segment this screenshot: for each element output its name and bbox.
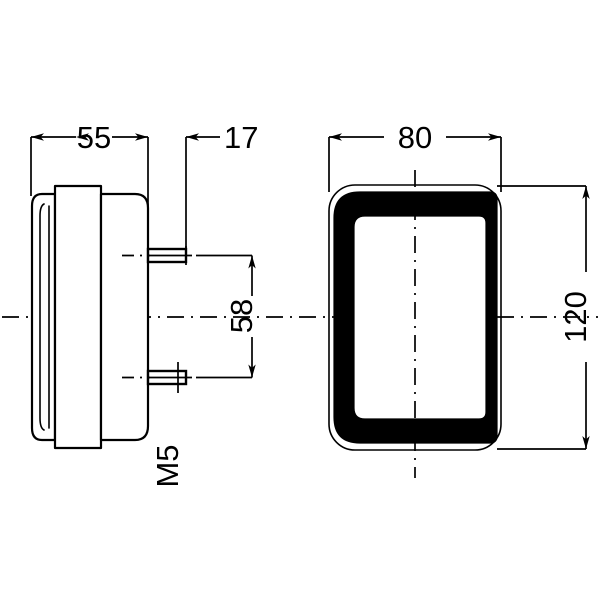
lamp-lens-face (353, 215, 487, 420)
lens-rim-groove (39, 203, 45, 431)
dimension-label-58: 58 (224, 299, 259, 333)
dimension-label-80: 80 (398, 120, 432, 155)
dimension-label-55: 55 (77, 120, 111, 155)
side-profile-view: 55 17 58 M5 (30, 120, 259, 488)
dimension-label-m5: M5 (150, 444, 185, 487)
housing-body-profile (99, 192, 150, 442)
dimension-width-80: 80 (328, 120, 502, 192)
mounting-stud-lower (146, 362, 192, 393)
mounting-stud-upper (146, 246, 192, 265)
dimension-stud-spacing-58: 58 (196, 254, 259, 379)
dimension-label-17: 17 (224, 120, 258, 155)
dimension-thread-m5: M5 (150, 444, 185, 487)
lens-rim-profile (30, 192, 57, 442)
dimension-label-120: 120 (558, 291, 593, 343)
front-face-view: 80 120 (328, 120, 593, 478)
dimension-depth-55: 55 (30, 120, 149, 250)
dimension-stud-offset-17: 17 (185, 120, 258, 250)
dimension-height-120: 120 (497, 185, 593, 450)
lens-body-profile (53, 184, 103, 450)
